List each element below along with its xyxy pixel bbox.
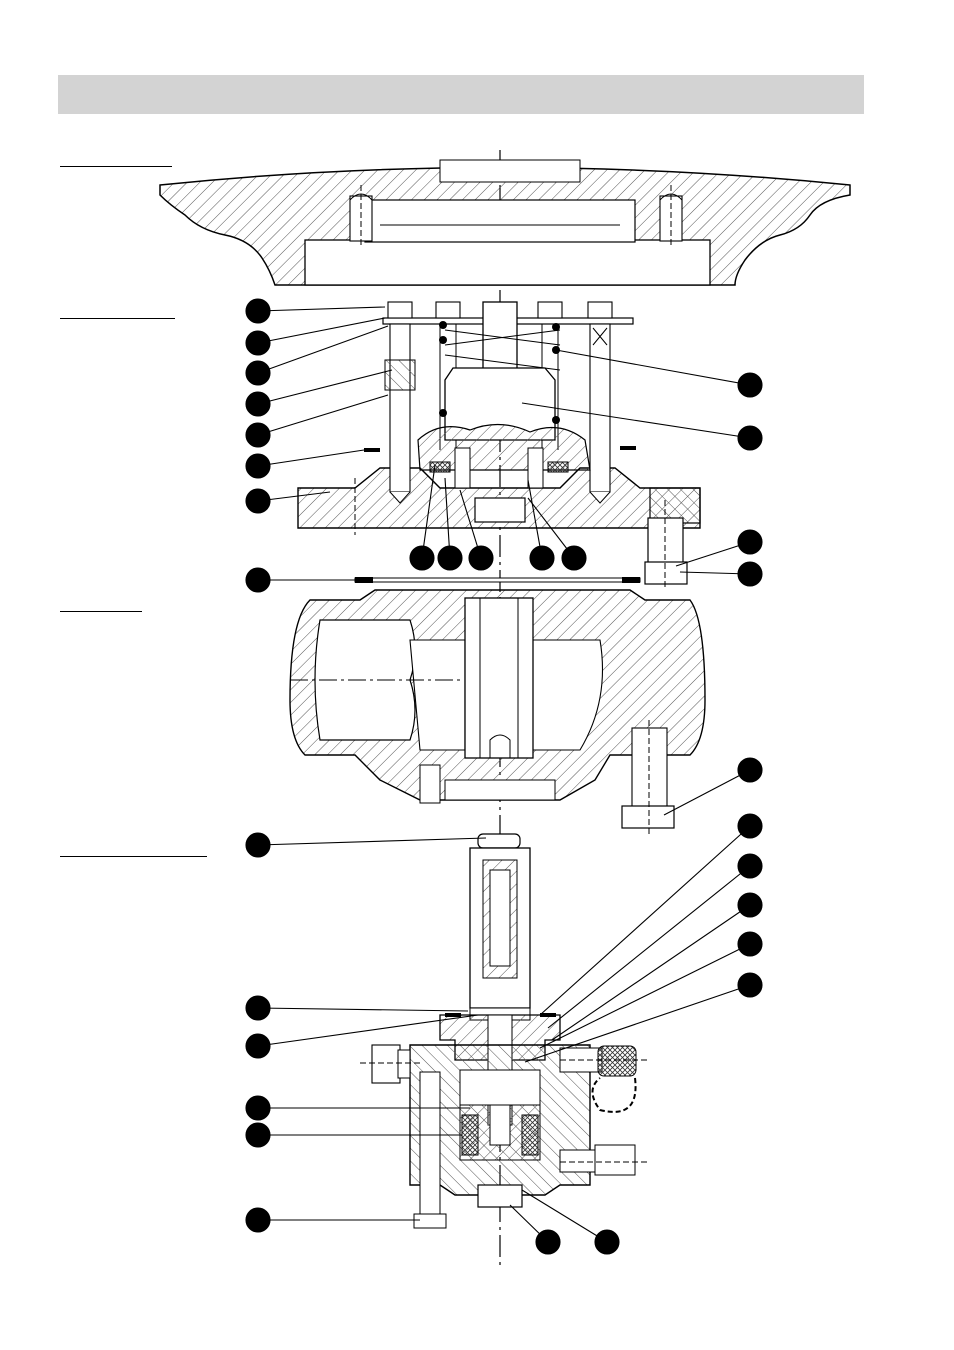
callout-19 <box>245 832 487 858</box>
callout-30 <box>509 1204 561 1255</box>
bolt-left <box>384 301 416 504</box>
section-heading-line-4 <box>60 856 207 857</box>
valve-body <box>289 589 706 835</box>
callout-15 <box>527 479 555 571</box>
callout-24 <box>245 1207 420 1233</box>
callouts <box>245 298 763 1255</box>
callout-7 <box>245 488 331 514</box>
callout-17 <box>245 567 360 593</box>
callout-14 <box>459 489 494 571</box>
title-bar <box>58 75 864 114</box>
callout-16 <box>527 497 587 571</box>
callout-31 <box>521 1189 620 1255</box>
section-heading-line-3 <box>60 611 142 612</box>
callout-26 <box>547 853 763 1029</box>
callout-6 <box>245 449 365 479</box>
cylinder-assembly <box>360 833 650 1229</box>
callout-29 <box>524 972 763 1063</box>
callout-1 <box>245 298 386 324</box>
callout-25 <box>539 813 763 1016</box>
callout-18 <box>663 757 763 816</box>
callout-22 <box>245 1095 470 1121</box>
callout-10 <box>675 529 763 567</box>
callout-9 <box>521 402 763 451</box>
callout-13 <box>437 477 463 571</box>
section-heading-line-1 <box>60 166 172 167</box>
callout-23 <box>245 1122 462 1148</box>
callout-2 <box>245 317 386 356</box>
callout-20 <box>245 995 469 1021</box>
callout-12 <box>409 464 436 571</box>
callout-28 <box>539 931 763 1049</box>
callout-27 <box>551 892 763 1041</box>
top-flange-part <box>159 159 851 286</box>
bolt-right-2 <box>587 301 613 504</box>
callout-11 <box>679 561 763 587</box>
section-heading-line-2 <box>60 318 175 319</box>
callout-21 <box>245 1014 479 1059</box>
callout-5 <box>245 394 389 448</box>
gasket <box>354 577 641 583</box>
callout-4 <box>245 369 393 417</box>
callout-3 <box>245 325 389 386</box>
callout-8 <box>555 349 763 398</box>
valve-top-assembly <box>297 301 701 590</box>
